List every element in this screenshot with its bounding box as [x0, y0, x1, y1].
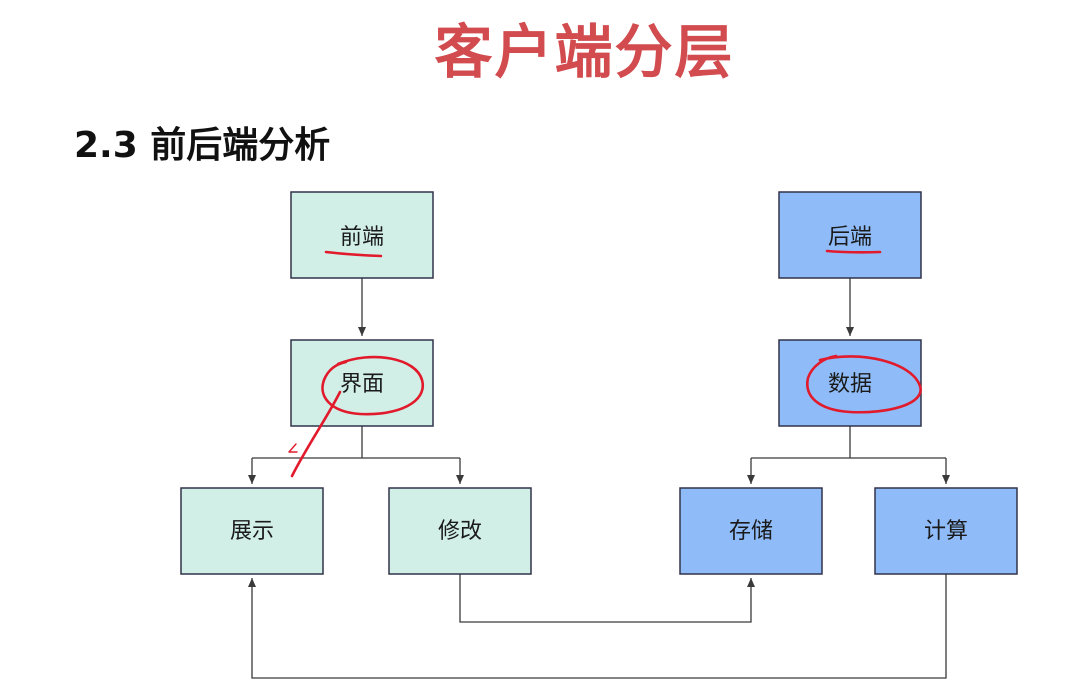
node-modify-label: 修改: [438, 519, 482, 544]
circle-interface: [321, 355, 425, 416]
node-interface-label: 界面: [340, 372, 384, 397]
node-backend: 后端: [778, 191, 922, 279]
connector-data-to-leaves: [751, 426, 946, 459]
node-frontend-label: 前端: [340, 225, 384, 250]
connectors: [248, 278, 950, 679]
slide-title: 客户端分层: [434, 18, 735, 86]
underline-backend: [825, 249, 882, 254]
node-display: 展示: [180, 487, 324, 575]
arrow-mark: [288, 443, 298, 453]
node-storage: 存储: [679, 487, 823, 575]
connector-interface-to-leaves: [252, 426, 460, 459]
node-interface: 界面: [290, 339, 434, 427]
node-data: 数据: [778, 339, 922, 427]
node-modify: 修改: [388, 487, 532, 575]
connector-compute-to-display: [248, 574, 947, 679]
annotations: [288, 249, 922, 478]
node-backend-label: 后端: [828, 225, 872, 250]
circle-data: [806, 354, 922, 414]
underline-frontend: [324, 250, 383, 258]
node-data-label: 数据: [828, 372, 872, 397]
stroke-to-display: [290, 390, 342, 478]
connector-modify-to-storage: [459, 574, 755, 623]
node-compute-label: 计算: [924, 519, 968, 544]
node-frontend: 前端: [290, 191, 434, 279]
node-display-label: 展示: [230, 519, 274, 544]
section-heading: 2.3 前后端分析: [74, 125, 331, 166]
node-compute: 计算: [874, 487, 1018, 575]
node-storage-label: 存储: [729, 519, 773, 544]
